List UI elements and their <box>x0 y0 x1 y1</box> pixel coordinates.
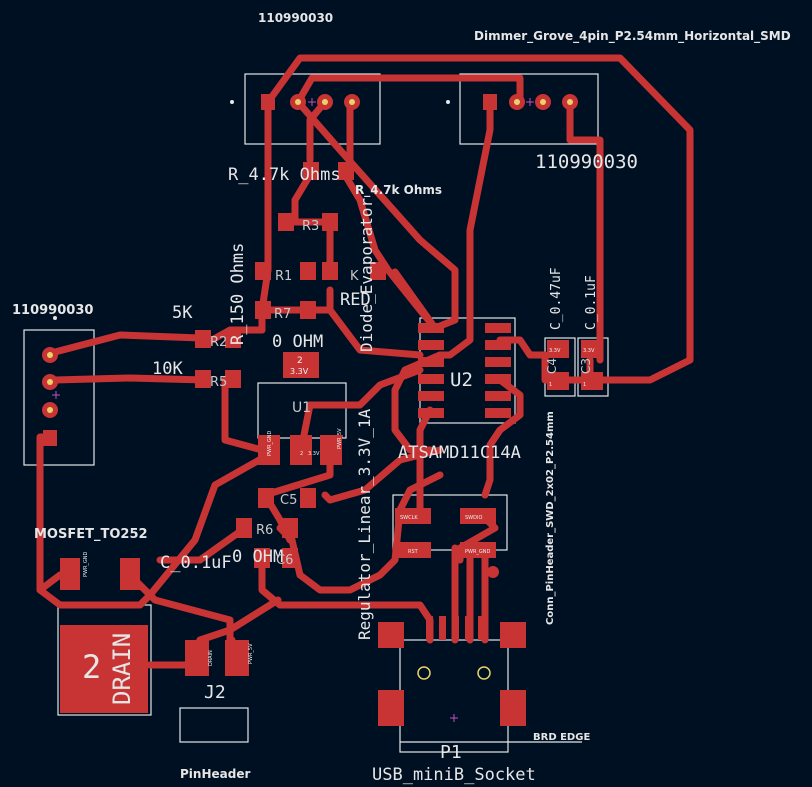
c3-outline <box>577 337 609 397</box>
label-c-01-right: C_0.1uF <box>584 275 599 330</box>
left-connector-outline <box>23 329 95 466</box>
label-r6: R6 <box>256 523 273 538</box>
svg-text:1: 1 <box>549 382 552 388</box>
label-atsamd: ATSAMD11C14A <box>398 443 521 463</box>
cursor-markers <box>52 98 534 722</box>
label-brd-edge: BRD EDGE <box>533 732 590 743</box>
label-c6: C6 <box>276 553 293 568</box>
label-0-ohm-bottom: 0 OHM <box>232 547 283 567</box>
label-110990030-left: 110990030 <box>12 303 93 318</box>
label-r2: R2 <box>210 335 227 350</box>
label-c4: C4 <box>545 358 559 374</box>
label-regulator: Regulator_Linear_3.3V_1A <box>355 408 374 640</box>
label-pinheader: PinHeader <box>180 767 250 781</box>
label-k: K <box>350 269 359 284</box>
label-c-047: C_0.47uF <box>549 267 564 330</box>
label-conn-swd: Conn_PinHeader_SWD_2x02_P2.54mm <box>545 411 556 625</box>
svg-text:PWR_GND: PWR_GND <box>267 430 273 456</box>
label-c5: C5 <box>280 493 297 508</box>
label-0-ohm: 0 OHM <box>272 332 323 352</box>
swd-header-outline <box>392 494 508 551</box>
svg-text:3.3V: 3.3V <box>583 348 595 354</box>
through-hole-pads <box>42 94 578 578</box>
label-red: RED <box>340 290 371 310</box>
label-r5: R5 <box>210 375 227 390</box>
label-c3: C3 <box>579 358 593 374</box>
svg-text:PWR_GND: PWR_GND <box>83 551 89 577</box>
label-drain: DRAIN <box>108 633 136 705</box>
label-110990030-right: 110990030 <box>535 151 638 173</box>
label-5k: 5K <box>172 303 193 323</box>
label-u1: U1 <box>292 400 311 416</box>
svg-text:3.3V: 3.3V <box>290 367 309 376</box>
label-p1: P1 <box>440 742 462 763</box>
label-drain-num: 2 <box>82 648 101 686</box>
svg-text:PWR_GND: PWR_GND <box>465 549 491 555</box>
label-r3: R3 <box>302 219 319 234</box>
top-connector-b-outline <box>459 73 599 145</box>
usb-outline <box>399 639 509 753</box>
svg-text:3.3V: 3.3V <box>549 348 561 354</box>
label-usb: USB_miniB_Socket <box>372 765 536 785</box>
svg-text:2: 2 <box>300 451 303 457</box>
label-r-4k7-small: R_4.7k Ohms <box>355 183 442 198</box>
svg-text:PWR_5V: PWR_5V <box>248 643 254 664</box>
label-r7: R7 <box>274 307 291 322</box>
label-r1: R1 <box>275 269 292 284</box>
label-c-0.1uf: C_0.1uF <box>160 553 232 573</box>
svg-text:2: 2 <box>297 356 303 366</box>
label-j2: J2 <box>204 682 226 703</box>
label-r150: R_150 Ohms <box>228 243 248 345</box>
pad-labels: PWR_GND PWR_5V 2 3.3V 3.3V 2 SWCLK SWDIO… <box>83 348 595 666</box>
label-r-4k7: R_4.7k Ohms <box>228 165 341 185</box>
svg-text:3.3V: 3.3V <box>308 451 320 457</box>
label-u2: U2 <box>450 369 473 391</box>
silk-ticks <box>53 100 450 320</box>
label-dimmer-footprint: Dimmer_Grove_4pin_P2.54mm_Horizontal_SMD <box>474 29 791 44</box>
svg-text:SWCLK: SWCLK <box>400 515 418 521</box>
svg-text:SWDIO: SWDIO <box>465 515 482 521</box>
svg-text:RST: RST <box>408 549 419 555</box>
svg-text:1: 1 <box>583 382 586 388</box>
label-110990030-top: 110990030 <box>258 11 333 25</box>
label-mosfet: MOSFET_TO252 <box>34 527 148 542</box>
smd-pads <box>60 162 603 726</box>
jumper-outline <box>179 707 249 743</box>
svg-text:DRAIN: DRAIN <box>208 650 214 666</box>
silkscreen-text: 110990030 Dimmer_Grove_4pin_P2.54mm_Hori… <box>12 11 791 785</box>
svg-text:PWR_5V: PWR_5V <box>337 428 343 449</box>
label-diode: Diode_Evaporator <box>357 198 376 352</box>
label-10k: 10K <box>152 359 183 379</box>
usb-holes <box>417 666 491 680</box>
